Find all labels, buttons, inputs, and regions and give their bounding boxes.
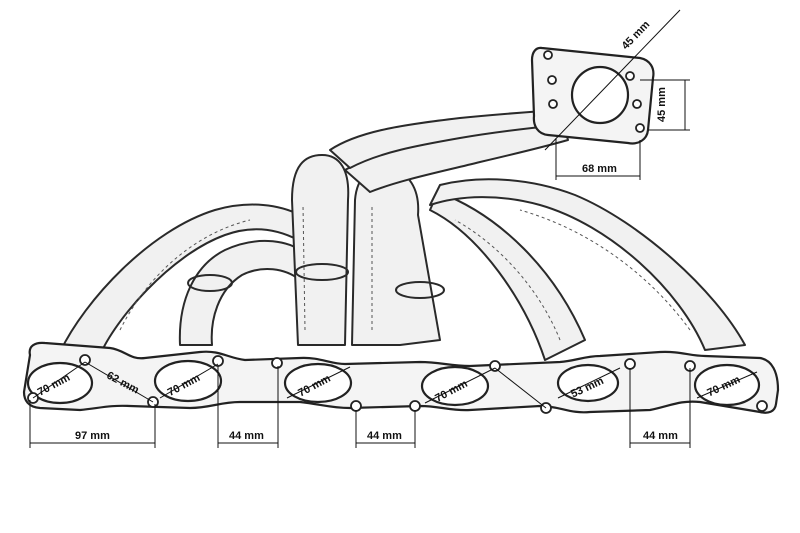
dimension-lines <box>29 9 758 448</box>
head-flange-plate <box>22 341 780 414</box>
bolt-gap-2-label: 44 mm <box>367 430 402 442</box>
turbo-bolt-3 <box>548 99 558 109</box>
head-flange <box>22 341 780 414</box>
head-port-4 <box>420 365 490 407</box>
runner-4 <box>351 166 441 346</box>
head-bolt-2 <box>79 354 91 366</box>
turbo-port-diameter-label: 45 mm <box>620 19 653 53</box>
weld-ring-3 <box>395 281 445 299</box>
turbo-bolt-1 <box>543 50 553 60</box>
runner-2 <box>178 240 301 346</box>
runner-3 <box>291 154 350 346</box>
weld-ring-2 <box>295 263 349 281</box>
weld-ring-1 <box>187 274 233 292</box>
manifold-runners <box>59 109 746 361</box>
head-bolt-8 <box>489 360 501 372</box>
bolt-span-1-label: 97 mm <box>75 430 110 442</box>
runner-6 <box>429 178 746 351</box>
head-bolt-6 <box>350 400 362 412</box>
bolt-gap-3-label: 44 mm <box>643 430 678 442</box>
turbo-bolt-4 <box>625 71 635 81</box>
turbo-flange <box>530 46 655 145</box>
head-bolt-12 <box>756 400 768 412</box>
turbo-port <box>570 65 630 125</box>
bolt-gap-1-label: 44 mm <box>229 430 264 442</box>
head-port-1 <box>26 361 94 405</box>
turbo-bolt-5 <box>632 99 642 109</box>
runner-5 <box>429 191 586 361</box>
head-bolt-7 <box>409 400 421 412</box>
turbo-bolt-2 <box>547 75 557 85</box>
turbo-flange-height-label: 45 mm <box>656 87 668 122</box>
turbo-flange-width-label: 68 mm <box>582 163 617 175</box>
head-bolt-5 <box>271 357 283 369</box>
turbo-bolt-6 <box>635 123 645 133</box>
head-bolt-10 <box>624 358 636 370</box>
